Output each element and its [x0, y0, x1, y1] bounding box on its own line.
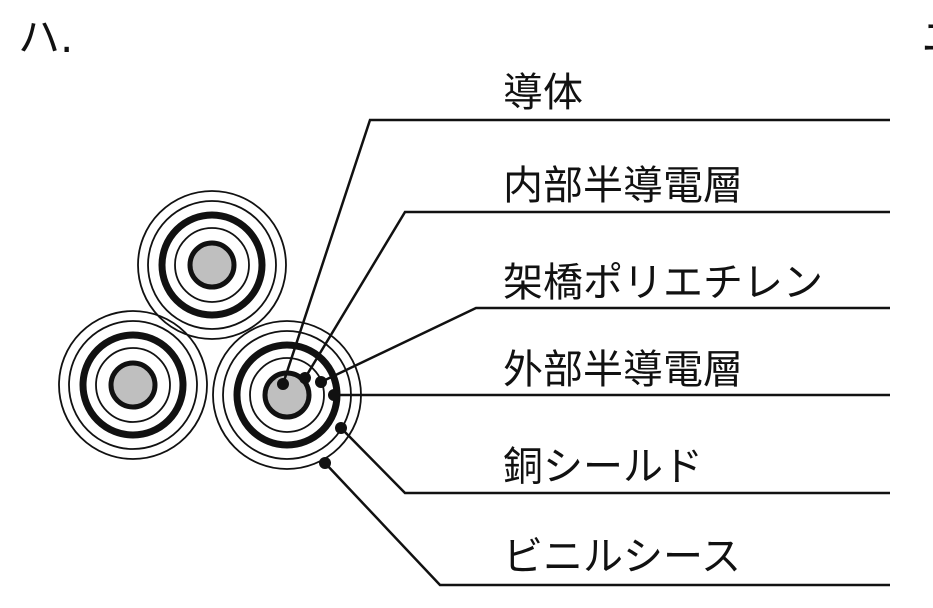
leader-dot-vinyl-sheath: [319, 457, 331, 469]
leader-dots: [277, 372, 347, 469]
label-inner-semiconductive-layer: 内部半導電層: [503, 163, 743, 209]
leader-dot-inner-semiconductive: [299, 372, 311, 384]
layer-labels: 導体 内部半導電層 架橋ポリエチレン 外部半導電層 銅シールド ビニルシース: [503, 70, 823, 580]
label-vinyl-sheath: ビニルシース: [503, 534, 741, 580]
leader-line-xlpe: [320, 306, 890, 384]
label-crosslinked-polyethylene: 架橋ポリエチレン: [503, 260, 823, 306]
label-conductor: 導体: [503, 70, 583, 116]
cable-core-bottom-left: [58, 310, 208, 460]
cable-core-top: [137, 190, 287, 340]
leader-line-vinyl-sheath: [324, 462, 890, 587]
leader-line-copper-shield: [340, 427, 890, 495]
edge-fragment: ニ: [921, 13, 933, 62]
leader-dot-xlpe: [315, 376, 327, 388]
label-outer-semiconductive-layer: 外部半導電層: [503, 347, 743, 393]
leader-lines: [281, 118, 890, 587]
leader-line-conductor: [281, 118, 890, 385]
leader-line-inner-semiconductive: [303, 210, 890, 379]
label-copper-shield: 銅シールド: [503, 444, 703, 490]
leader-dot-outer-semiconductive: [328, 389, 340, 401]
leader-dot-conductor: [277, 378, 289, 390]
leader-dot-copper-shield: [335, 422, 347, 434]
option-label: ハ.: [18, 13, 73, 62]
